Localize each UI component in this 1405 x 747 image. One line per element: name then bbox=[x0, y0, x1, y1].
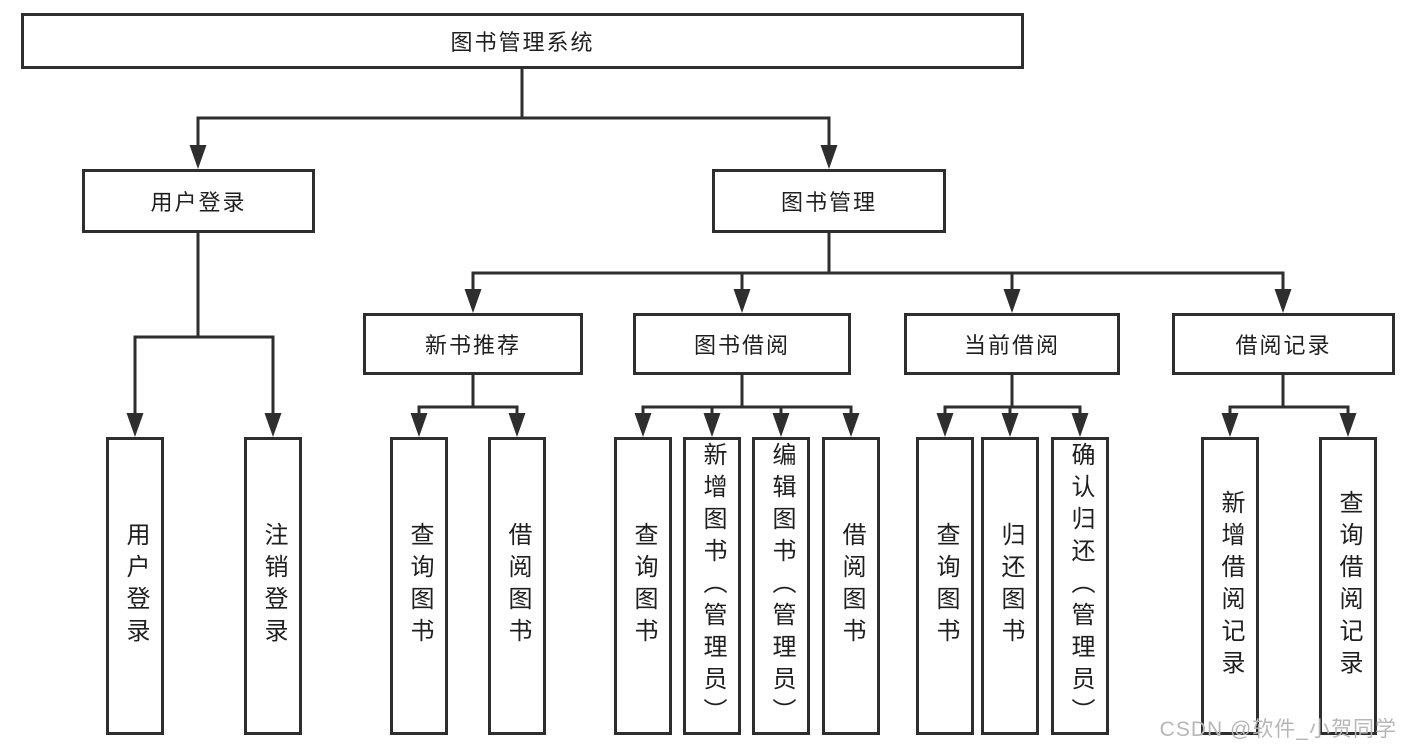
leaf-label: 注销登录 bbox=[260, 522, 287, 650]
node-label: 用户登录 bbox=[150, 190, 247, 215]
leaf-confirm-return-admin: 确认归还（管理员） bbox=[1051, 437, 1109, 735]
node-label: 当前借阅 bbox=[963, 333, 1060, 358]
leaf-label: 借阅图书 bbox=[838, 522, 865, 650]
leaf-label: 编辑图书（管理员） bbox=[768, 442, 795, 730]
leaf-query-books-current: 查询图书 bbox=[916, 437, 974, 735]
node-borrow-records: 借阅记录 bbox=[1172, 313, 1395, 375]
leaf-label: 查询图书 bbox=[406, 522, 433, 650]
leaf-user-login: 用户登录 bbox=[106, 437, 164, 735]
node-label: 图书管理 bbox=[780, 190, 877, 215]
csdn-watermark: CSDN @软件_小贺同学 bbox=[1159, 718, 1397, 741]
leaf-return-books: 归还图书 bbox=[981, 437, 1039, 735]
node-label: 借阅记录 bbox=[1235, 333, 1332, 358]
leaf-label: 确认归还（管理员） bbox=[1067, 442, 1094, 730]
node-user-login: 用户登录 bbox=[82, 169, 315, 233]
node-new-book-recommend: 新书推荐 bbox=[363, 313, 583, 375]
leaf-edit-books-admin: 编辑图书（管理员） bbox=[752, 437, 810, 735]
node-library-system: 图书管理系统 bbox=[21, 13, 1024, 69]
node-label: 图书管理系统 bbox=[450, 30, 595, 55]
leaf-add-books-admin: 新增图书（管理员） bbox=[683, 437, 741, 735]
node-label: 图书借阅 bbox=[693, 333, 790, 358]
leaf-label: 用户登录 bbox=[122, 522, 149, 650]
leaf-query-books-borrow: 查询图书 bbox=[614, 437, 672, 735]
leaf-query-books-recommend: 查询图书 bbox=[390, 437, 448, 735]
leaf-label: 借阅图书 bbox=[504, 522, 531, 650]
leaf-label: 查询图书 bbox=[630, 522, 657, 650]
leaf-label: 新增借阅记录 bbox=[1217, 490, 1244, 682]
node-book-borrow: 图书借阅 bbox=[633, 313, 851, 375]
leaf-label: 新增图书（管理员） bbox=[699, 442, 726, 730]
leaf-label: 归还图书 bbox=[997, 522, 1024, 650]
node-label: 新书推荐 bbox=[424, 333, 521, 358]
leaf-logout: 注销登录 bbox=[244, 437, 302, 735]
leaf-borrow-books-recommend: 借阅图书 bbox=[488, 437, 546, 735]
leaf-label: 查询图书 bbox=[932, 522, 959, 650]
leaf-add-borrow-record: 新增借阅记录 bbox=[1201, 437, 1259, 735]
leaf-query-borrow-record: 查询借阅记录 bbox=[1319, 437, 1377, 735]
node-current-borrow: 当前借阅 bbox=[904, 313, 1120, 375]
node-book-management: 图书管理 bbox=[712, 169, 946, 233]
leaf-borrow-books: 借阅图书 bbox=[822, 437, 880, 735]
leaf-label: 查询借阅记录 bbox=[1335, 490, 1362, 682]
